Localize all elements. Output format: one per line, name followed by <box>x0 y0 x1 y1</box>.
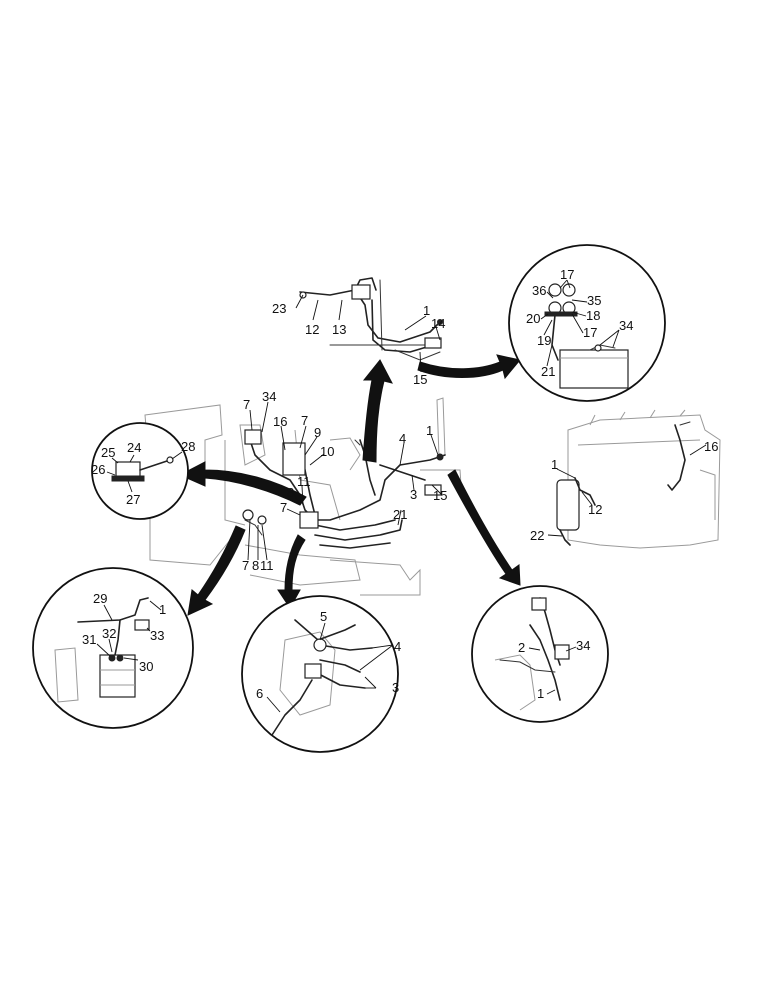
callout-17-circle-a: 17 <box>560 267 574 282</box>
callout-16-engine: 16 <box>704 439 718 454</box>
detail-circle-injection-pump <box>241 595 399 753</box>
main-wiring-harness <box>242 429 446 549</box>
callout-11-main-a: 11 <box>297 474 311 489</box>
callout-12-top: 12 <box>305 322 319 337</box>
callout-5-circle: 5 <box>320 609 327 624</box>
callout-33-circle: 33 <box>150 628 164 643</box>
callout-32-circle: 32 <box>102 626 116 641</box>
callout-6-circle: 6 <box>256 686 263 701</box>
arrow-to-center-lower-circle <box>277 534 306 609</box>
callout-7-main-d: 7 <box>242 558 249 573</box>
callout-15-top: 15 <box>413 372 427 387</box>
callout-7-main-c: 7 <box>280 500 287 515</box>
callout-labels: 23 12 13 1 14 15 7 34 16 7 9 10 11 8 7 7… <box>82 267 718 701</box>
callout-1-engine: 1 <box>551 457 558 472</box>
callout-15-main: 15 <box>433 488 447 503</box>
callout-25-circle: 25 <box>101 445 115 460</box>
callout-1-top: 1 <box>423 303 430 318</box>
callout-28-circle: 28 <box>181 439 195 454</box>
callout-10-main: 10 <box>320 444 334 459</box>
callout-14-top: 14 <box>431 316 445 331</box>
callout-22-engine: 22 <box>530 528 544 543</box>
callout-3-circle: 3 <box>392 680 399 695</box>
callout-7-main-b: 7 <box>301 413 308 428</box>
callout-17-circle-b: 17 <box>583 325 597 340</box>
detail-circle-starter <box>32 567 194 729</box>
callout-8-main-b: 8 <box>252 558 259 573</box>
callout-20-circle: 20 <box>526 311 540 326</box>
callout-31-circle: 31 <box>82 632 96 647</box>
callout-4-circle: 4 <box>394 639 401 654</box>
callout-13-top: 13 <box>332 322 346 337</box>
callout-26-circle: 26 <box>91 462 105 477</box>
callout-34-main: 34 <box>262 389 276 404</box>
callout-11-main-b: 11 <box>260 558 274 573</box>
callout-1-circle-left: 1 <box>159 602 166 617</box>
callout-16-main: 16 <box>273 414 287 429</box>
callout-4-main: 4 <box>399 431 406 446</box>
detail-circle-alternator <box>471 585 609 723</box>
callout-24-circle: 24 <box>127 440 141 455</box>
callout-35-circle: 35 <box>587 293 601 308</box>
callout-19-circle: 19 <box>537 333 551 348</box>
callout-34-circle: 34 <box>619 318 633 333</box>
arrow-to-battery-terminal-circle <box>417 354 521 380</box>
callout-27-circle: 27 <box>126 492 140 507</box>
right-engine-detail <box>556 409 721 549</box>
callout-1-circle-right: 1 <box>537 686 544 701</box>
arrow-to-battery-detail <box>362 359 393 463</box>
arrow-to-left-lower-circle <box>187 525 246 616</box>
arrow-to-right-lower-circle <box>447 469 521 586</box>
callout-1-main: 1 <box>426 423 433 438</box>
callout-21-main: 21 <box>393 507 407 522</box>
callout-23-top: 23 <box>272 301 286 316</box>
leader-lines <box>96 279 707 713</box>
pointer-arrows <box>178 354 521 616</box>
callout-21-circle: 21 <box>541 364 555 379</box>
callout-30-circle: 30 <box>139 659 153 674</box>
callout-36-circle: 36 <box>532 283 546 298</box>
arrow-to-left-upper-circle <box>178 461 307 506</box>
callout-9-main: 9 <box>314 425 321 440</box>
callout-8-main-a: 8 <box>287 485 294 500</box>
callout-12-engine: 12 <box>588 502 602 517</box>
callout-7-main-a: 7 <box>243 397 250 412</box>
callout-3-main: 3 <box>410 487 417 502</box>
callout-29-circle: 29 <box>93 591 107 606</box>
callout-18-circle: 18 <box>586 308 600 323</box>
callout-34-circle-right: 34 <box>576 638 590 653</box>
detail-circle-relay <box>91 422 189 520</box>
callout-2-circle: 2 <box>518 640 525 655</box>
